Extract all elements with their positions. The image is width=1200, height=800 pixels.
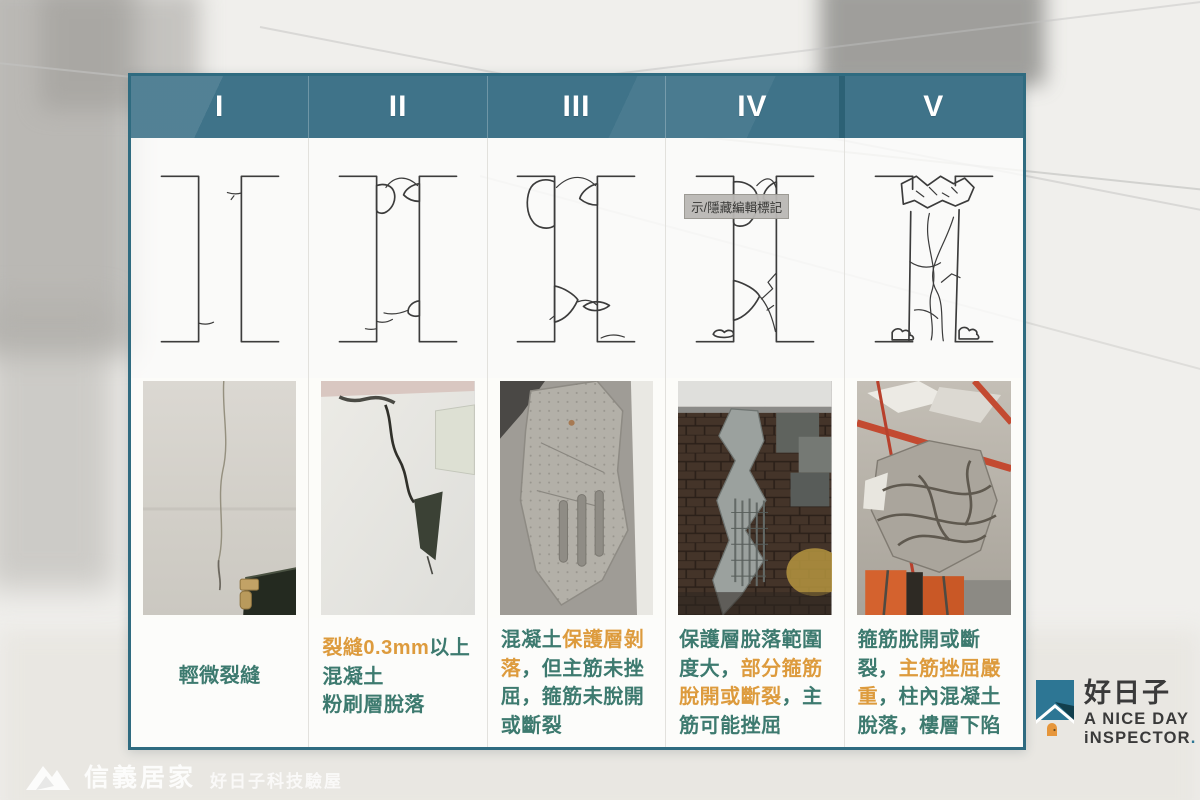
grade-header-1: I — [131, 76, 310, 138]
grade-label: V — [923, 89, 945, 123]
damage-description-cell-4: 保護層脫落範圍度大，部分箍筋脫開或斷裂，主筋可能挫屈 — [666, 617, 845, 748]
damage-description-cell-2: 裂縫0.3mm以上 混凝土 粉刷層脫落 — [309, 617, 488, 748]
brand-logo-text: 好日子 A NICE DAY iNSPECTOR. — [1084, 680, 1197, 748]
column-damage-diagram-5 — [845, 138, 1023, 378]
brand-name-en-line1: A NICE DAY — [1084, 710, 1190, 728]
damage-description-2: 裂縫0.3mm以上 混凝土 粉刷層脫落 — [322, 636, 471, 717]
grade-label: IV — [737, 89, 768, 123]
column-damage-diagram-4 — [666, 138, 843, 378]
watermark-brand: 信義居家 — [84, 764, 197, 792]
grade-label: II — [388, 89, 408, 123]
grade-header-3: III — [488, 76, 667, 138]
grade-header-4: IV — [666, 76, 845, 138]
grade-header-5: V — [845, 76, 1023, 138]
damage-photo-2 — [321, 380, 475, 615]
brand-name-zh: 好日子 — [1084, 678, 1171, 708]
damage-description-cell-5: 箍筋脫開或斷裂，主筋挫屈嚴重，柱內混凝土脫落，樓層下陷 — [845, 618, 1023, 747]
background-building-left — [0, 0, 135, 355]
diagram-row: 示/隱藏編輯標記 — [131, 137, 1023, 378]
edit-marks-tooltip: 示/隱藏編輯標記 — [684, 193, 790, 219]
mountain-triangle-icon — [26, 766, 70, 790]
damage-photo-5 — [856, 380, 1011, 615]
damage-photo-4 — [678, 380, 832, 615]
watermark-subtitle: 好日子科技驗屋 — [210, 771, 344, 791]
damage-description-cell-1: 輕微裂縫 — [131, 617, 310, 748]
table-header-row: I II III IV V — [131, 76, 1023, 138]
damage-photo-cell-5 — [845, 378, 1023, 618]
damage-photo-1 — [143, 380, 297, 615]
damage-description-1: 輕微裂縫 — [178, 665, 261, 688]
grade-label: I — [215, 89, 225, 123]
damage-description-4: 保護層脫落範圍度大，部分箍筋脫開或斷裂，主筋可能挫屈 — [679, 628, 823, 738]
damage-diagram-cell-4: 示/隱藏編輯標記 — [666, 137, 845, 378]
brand-name-en-line2: iNSPECTOR. — [1084, 729, 1197, 747]
brand-period: . — [1190, 729, 1197, 747]
damage-diagram-cell-2 — [309, 137, 488, 378]
damage-diagram-cell-3 — [488, 137, 667, 378]
description-row: 輕微裂縫 裂縫0.3mm以上 混凝土 粉刷層脫落 混凝土保護層剝落，但主筋未挫屈… — [131, 617, 1023, 748]
damage-description-3: 混凝土保護層剝落，但主筋未挫屈，箍筋未脫開或斷裂 — [500, 628, 645, 738]
damage-photo-cell-1 — [131, 377, 310, 618]
damage-diagram-cell-1 — [131, 137, 310, 378]
grade-label: III — [562, 89, 591, 123]
damage-photo-3 — [499, 380, 654, 615]
column-damage-diagram-2 — [309, 138, 486, 378]
grade-header-2: II — [309, 76, 488, 138]
background-building-left-lower — [0, 300, 115, 590]
damage-description-cell-3: 混凝土保護層剝落，但主筋未挫屈，箍筋未脫開或斷裂 — [488, 617, 667, 748]
damage-photo-cell-2 — [309, 377, 488, 618]
watermark-logo: 信義居家 好日子科技驗屋 — [26, 758, 343, 794]
damage-grade-table: I II III IV V — [128, 73, 1026, 750]
photo-row — [131, 377, 1023, 618]
damage-diagram-cell-5 — [845, 138, 1023, 378]
house-bookmark-icon — [1036, 680, 1074, 736]
damage-photo-cell-3 — [488, 377, 667, 618]
brand-logo: 好日子 A NICE DAY iNSPECTOR. — [1036, 680, 1197, 748]
damage-photo-cell-4 — [666, 377, 845, 618]
damage-description-5: 箍筋脫開或斷裂，主筋挫屈嚴重，柱內混凝土脫落，樓層下陷 — [857, 628, 1002, 738]
column-damage-diagram-1 — [131, 138, 308, 378]
column-damage-diagram-3 — [488, 138, 665, 378]
